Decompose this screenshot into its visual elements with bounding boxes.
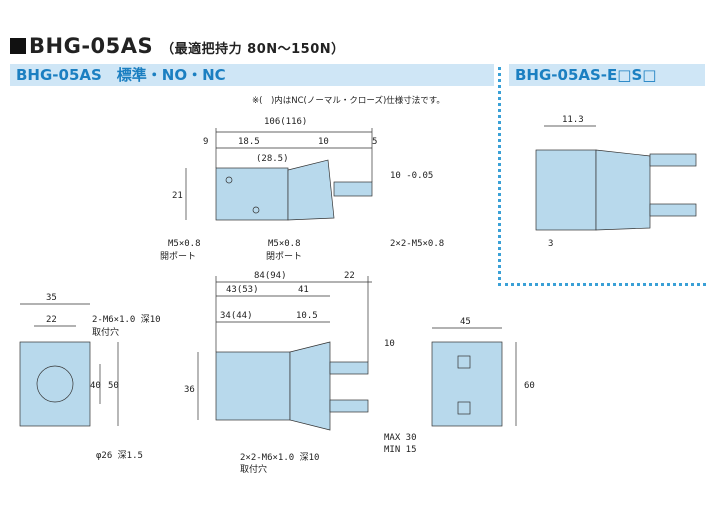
dim-41: 41	[298, 285, 309, 295]
dim-min15: MIN 15	[384, 445, 417, 455]
front-jaw	[289, 341, 331, 431]
dim-21: 21	[172, 191, 183, 201]
dim-18-5: 18.5	[238, 137, 260, 147]
dim-10b: 10	[384, 339, 395, 349]
top-body	[215, 167, 289, 221]
label-m6: 2-M6×1.0 深10	[92, 314, 161, 325]
dim-9: 9	[203, 137, 208, 147]
bore-circle	[36, 365, 74, 403]
dim-84: 84(94)	[254, 271, 287, 281]
slot-lower	[457, 401, 471, 415]
option-finger-upper	[649, 153, 697, 167]
dim-106: 106(116)	[264, 117, 307, 127]
label-m5-close: M5×0.8	[268, 239, 301, 249]
dim-10-5: 10.5	[296, 311, 318, 321]
section-bar-option: BHG-05AS-E□S□	[509, 64, 705, 86]
model-name: BHG-05AS	[29, 34, 154, 58]
end-view-right	[431, 341, 503, 427]
dim-35: 35	[46, 293, 57, 303]
label-m5-open: M5×0.8	[168, 239, 201, 249]
option-frame	[498, 67, 706, 286]
close-port	[252, 206, 260, 214]
option-finger-lower	[649, 203, 697, 217]
open-port	[225, 176, 233, 184]
dim-22a: 22	[344, 271, 355, 281]
label-mount-hole-1: 取付穴	[92, 326, 119, 338]
option-body	[535, 149, 597, 231]
label-open-port: 開ポート	[160, 251, 196, 262]
dim-36: 36	[184, 385, 195, 395]
nc-note: ※( )内はNC(ノーマル・クローズ)仕様寸法です。	[252, 96, 445, 106]
section-bar-standard: BHG-05AS 標準・NO・NC	[10, 64, 494, 86]
dim-10-tol: 10 -0.05	[390, 171, 433, 181]
dim-34: 34(44)	[220, 311, 253, 321]
slot-upper	[457, 355, 471, 369]
square-icon	[10, 38, 26, 54]
finger-lower	[329, 399, 369, 413]
page-title: BHG-05AS （最適把持力 80N～150N）	[10, 34, 345, 58]
label-close-port: 閉ポート	[266, 251, 302, 262]
dim-5: 5	[372, 137, 377, 147]
dim-3: 3	[548, 239, 553, 249]
dim-45: 45	[460, 317, 471, 327]
dim-11-3: 11.3	[562, 115, 584, 125]
dim-50: 50	[108, 381, 119, 391]
dim-60: 60	[524, 381, 535, 391]
option-jaw	[595, 149, 651, 231]
front-body	[215, 351, 291, 421]
grip-force: （最適把持力 80N～150N）	[161, 42, 345, 57]
top-jaw	[287, 159, 335, 221]
end-view-left	[19, 341, 91, 427]
finger-upper	[329, 361, 369, 375]
label-m5-x2: 2×2-M5×0.8	[390, 239, 444, 249]
dim-28-5: (28.5)	[256, 154, 289, 164]
dim-10a: 10	[318, 137, 329, 147]
dim-22b: 22	[46, 315, 57, 325]
dim-max30: MAX 30	[384, 433, 417, 443]
label-phi26: φ26 深1.5	[96, 450, 143, 461]
dim-43: 43(53)	[226, 285, 259, 295]
label-m6-x2: 2×2-M6×1.0 深10	[240, 452, 319, 463]
label-mount-hole-2: 取付穴	[240, 463, 267, 475]
dim-40: 40	[90, 381, 101, 391]
top-finger	[333, 181, 373, 197]
